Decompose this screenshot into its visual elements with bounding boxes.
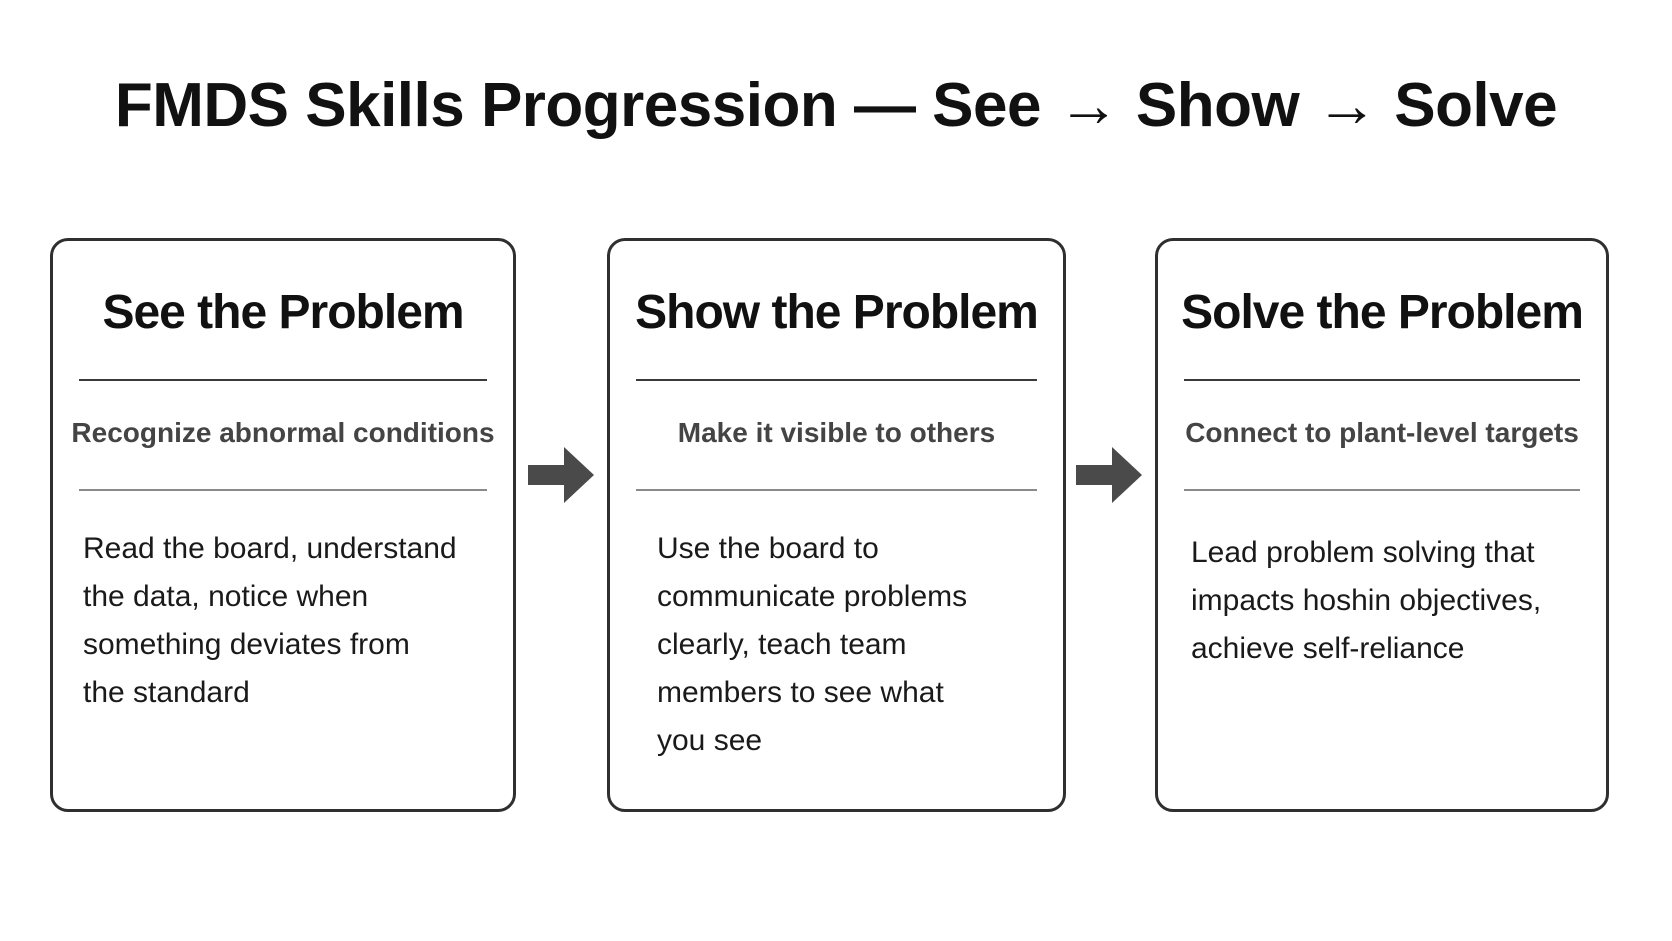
divider: [636, 489, 1037, 491]
stage-subtitle: Make it visible to others: [677, 417, 996, 448]
description-line: members to see what: [657, 676, 944, 709]
stage-subtitle: Connect to plant-level targets: [1185, 417, 1579, 448]
description-line: Use the board to: [657, 532, 879, 565]
stage-description: Use the board to communicate problems cl…: [657, 525, 1027, 765]
divider: [79, 489, 487, 491]
divider: [636, 379, 1037, 381]
description-line: you see: [657, 724, 763, 757]
description-line: the standard: [83, 676, 250, 709]
stage-card-see: See the Problem Recognize abnormal condi…: [50, 238, 516, 812]
stage-card-solve: Solve the Problem Connect to plant-level…: [1155, 238, 1609, 812]
description-line: clearly, teach team: [657, 628, 907, 661]
divider: [79, 379, 487, 381]
divider: [1184, 379, 1580, 381]
stage-subtitle: Recognize abnormal conditions: [71, 417, 495, 448]
divider: [1184, 489, 1580, 491]
right-arrow-icon: [1076, 447, 1142, 503]
description-line: Lead problem solving that: [1191, 536, 1535, 569]
description-line: Read the board, understand: [83, 532, 457, 565]
diagram-title: FMDS Skills Progression — See → Show → S…: [114, 71, 1558, 140]
stage-description: Read the board, understand the data, not…: [83, 525, 483, 717]
description-line: the data, notice when: [83, 580, 369, 613]
stage-title: Show the Problem: [635, 286, 1039, 339]
stage-title: Solve the Problem: [1181, 286, 1584, 339]
stage-description: Lead problem solving that impacts hoshin…: [1191, 529, 1591, 673]
description-line: communicate problems: [657, 580, 968, 613]
description-line: achieve self-reliance: [1191, 632, 1465, 665]
description-line: impacts hoshin objectives,: [1191, 584, 1542, 617]
description-line: something deviates from: [83, 628, 410, 661]
stage-card-show: Show the Problem Make it visible to othe…: [607, 238, 1066, 812]
stage-title: See the Problem: [102, 286, 464, 339]
right-arrow-icon: [528, 447, 594, 503]
